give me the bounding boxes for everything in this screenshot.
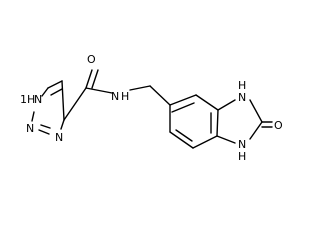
bond-nh-bottom-ar — [216, 135, 236, 144]
bond-carbonyl-o — [85, 69, 93, 89]
bond-ch2-aryl — [149, 85, 171, 106]
atom-amide-nitrogen: N — [111, 90, 119, 103]
bond-ar-5-6 — [169, 131, 194, 149]
bond-ar-4-5 — [192, 135, 218, 149]
atom-benzimidazole-h-top: H — [238, 79, 246, 92]
atom-ketone-oxygen: O — [274, 119, 283, 132]
bond-lines — [31, 69, 273, 149]
atom-benzimidazole-n-top: N — [238, 91, 246, 104]
bond-n1h-n2 — [31, 111, 35, 122]
atom-n1h-locant: 1H — [20, 93, 35, 106]
bond-ar-3-4 — [216, 109, 219, 137]
bond-ar-5-6-double — [175, 129, 193, 142]
bond-amide-n-ch2 — [129, 85, 151, 91]
atom-benzimidazole-h-bottom: H — [238, 150, 246, 163]
bond-c4-carbonyl — [63, 87, 87, 121]
bond-c5-c4-triazole-double — [50, 88, 63, 96]
bond-c5-c4-triazole — [47, 80, 63, 89]
atom-labels: 1H N N N O N H N H N H O — [20, 53, 283, 163]
bond-nh-top-c2 — [249, 99, 263, 123]
bond-n2-n3 — [38, 129, 50, 135]
bond-ar-2-3 — [195, 94, 219, 111]
bond-ar-nh-top — [217, 99, 236, 111]
bond-carbonyl-o-double — [91, 69, 99, 89]
atom-n2: N — [26, 122, 34, 135]
atom-n1: N — [34, 93, 42, 106]
bond-c4-c5-ring — [61, 80, 65, 121]
bond-ar-1-2-double — [171, 102, 195, 113]
molecule-structure: 1H N N N O N H N H N H O — [20, 53, 283, 163]
bond-carbonyl-amide-n — [85, 87, 113, 94]
bond-c2-nh-bottom — [249, 121, 263, 140]
bond-n2-n3-double — [40, 124, 51, 129]
bond-n3-c4 — [60, 119, 65, 130]
atom-benzimidazole-n-bottom: N — [238, 138, 246, 151]
bond-ar-1-2 — [169, 94, 197, 106]
atom-n3: N — [55, 131, 63, 144]
bond-c5-n1h — [41, 87, 49, 97]
atom-carbonyl-oxygen: O — [87, 53, 96, 66]
atom-amide-hydrogen: H — [121, 90, 129, 103]
